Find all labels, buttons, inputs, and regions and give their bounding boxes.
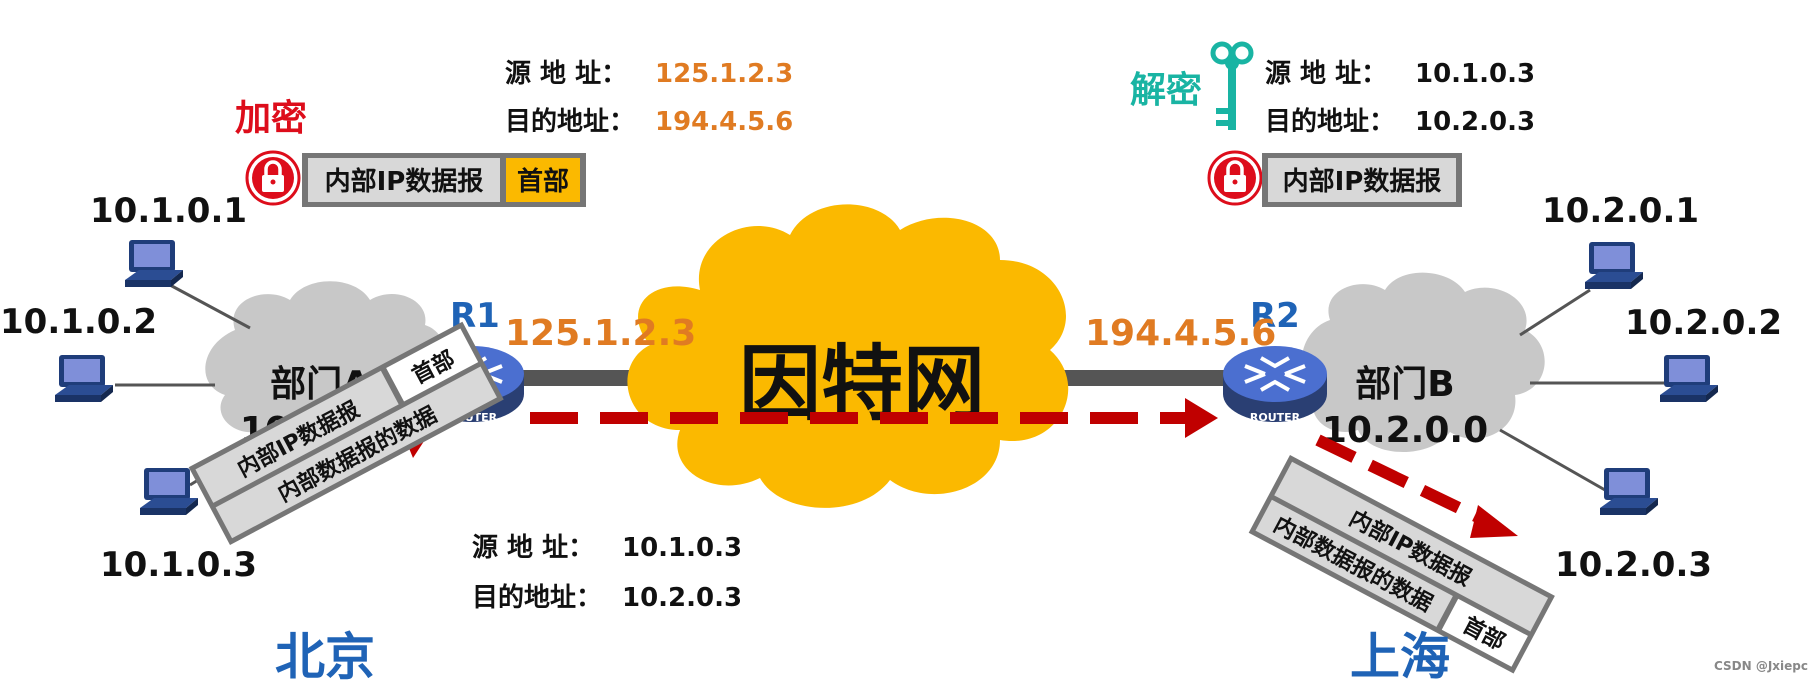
internet-cloud: 因特网 xyxy=(627,204,1069,508)
link-host-10-2-0-3 xyxy=(1499,428,1606,492)
host-ip: 10.1.0.1 xyxy=(90,191,247,231)
r1-public-ip: 125.1.2.3 xyxy=(505,313,696,354)
host-ip: 10.2.0.3 xyxy=(1555,545,1712,585)
outer-dst-label: 目的地址： xyxy=(505,106,635,137)
inner-dst-label: 目的地址： xyxy=(472,582,602,613)
host-ip: 10.2.0.1 xyxy=(1542,191,1699,231)
key-icon xyxy=(1210,41,1254,130)
host-ip: 10.1.0.2 xyxy=(0,302,157,342)
router-word: ROUTER xyxy=(1250,411,1301,424)
inner-arrow-right xyxy=(1315,434,1491,528)
outer-src-label: 源 地 址： xyxy=(505,59,627,89)
right-dst-value: 10.2.0.3 xyxy=(1415,107,1535,137)
outer-src-value: 125.1.2.3 xyxy=(655,59,793,89)
city-beijing: 北京 xyxy=(275,628,375,682)
host-pc-icon xyxy=(55,355,113,402)
decrypt-label: 解密 xyxy=(1130,69,1202,111)
outer-dst-value: 194.4.5.6 xyxy=(655,107,793,137)
lock-icon xyxy=(245,150,301,206)
tunnel-arrowhead xyxy=(1185,398,1218,438)
encrypt-label: 加密 xyxy=(235,97,307,139)
dept-b-cloud: 部门B 10.2.0.0 xyxy=(1301,272,1545,453)
host-pc-icon xyxy=(1600,468,1658,515)
encrypted-packet: 内部IP数据报 首部 xyxy=(302,153,586,207)
packet-body: 内部IP数据报 xyxy=(325,166,484,197)
router-r2-name: R2 xyxy=(1250,296,1300,336)
decrypted-packet: 内部IP数据报 xyxy=(1262,153,1462,207)
host-pc-icon xyxy=(1660,355,1718,402)
inner-arrowhead-right xyxy=(1470,505,1518,538)
inner-packet-left: 内部IP数据报 首部 内部数据报的数据 xyxy=(188,321,504,545)
inner-src-label: 源 地 址： xyxy=(472,533,594,563)
host-pc-icon xyxy=(1585,242,1643,289)
watermark: CSDN @Jxiepc xyxy=(1714,659,1808,673)
link-host-10-1-0-1 xyxy=(169,283,251,330)
host-ip: 10.1.0.3 xyxy=(100,545,257,585)
dept-b-network: 10.2.0.0 xyxy=(1322,410,1488,451)
right-dst-label: 目的地址： xyxy=(1265,106,1395,137)
city-shanghai: 上海 xyxy=(1350,628,1450,682)
inner-dst-value: 10.2.0.3 xyxy=(622,583,742,613)
lock-icon xyxy=(1207,150,1263,206)
dept-b-name: 部门B xyxy=(1355,364,1454,405)
right-src-value: 10.1.0.3 xyxy=(1415,59,1535,89)
right-src-label: 源 地 址： xyxy=(1265,59,1387,89)
inner-src-value: 10.1.0.3 xyxy=(622,533,742,563)
host-pc-icon xyxy=(125,240,183,287)
packet-header: 首部 xyxy=(517,166,569,197)
host-ip: 10.2.0.2 xyxy=(1625,303,1782,343)
r2-public-ip: 194.4.5.6 xyxy=(1085,313,1276,354)
packet-body: 内部IP数据报 xyxy=(1283,166,1442,197)
link-host-10-2-0-1 xyxy=(1519,288,1591,337)
host-pc-icon xyxy=(140,468,198,515)
